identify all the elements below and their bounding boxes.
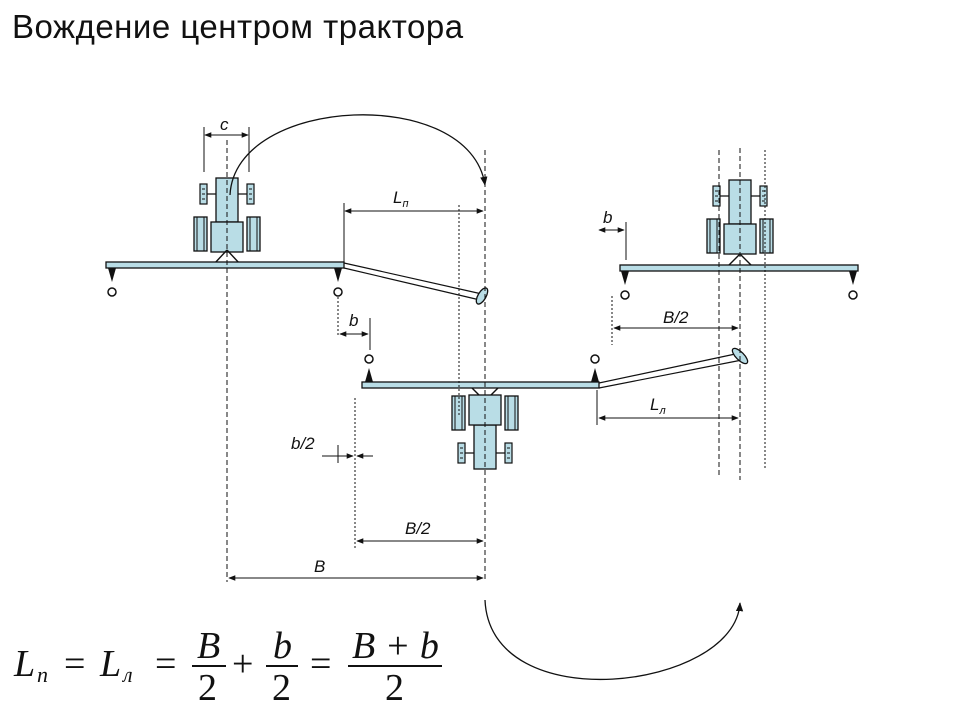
label-ll: Lл (650, 395, 666, 417)
formula-frac1-num: B (197, 625, 220, 667)
label-B: B (314, 557, 325, 576)
formula-eq3: = (310, 643, 331, 685)
label-b2-right: B/2 (663, 308, 689, 327)
dimension-lines (204, 132, 739, 581)
formula-mid-sub: л (121, 662, 133, 687)
formula-frac3-den: 2 (385, 667, 404, 709)
tractor-left-group (105, 177, 489, 305)
formula-mid: L (99, 643, 121, 685)
tractor-middle-group (361, 347, 749, 470)
formula-eq2: = (155, 643, 176, 685)
formula-frac2-den: 2 (272, 667, 291, 709)
label-lp: Lп (393, 188, 409, 210)
page-title: Вождение центром трактора (12, 8, 464, 45)
formula-eq1: = (64, 643, 85, 685)
label-b2-bottom: B/2 (405, 519, 431, 538)
tractor-right-group (619, 179, 859, 300)
formula: L п = L л = B 2 + b 2 = B + b 2 (13, 625, 442, 709)
formula-lhs-sub: п (37, 662, 48, 687)
label-b-half: b/2 (291, 434, 315, 453)
formula-lhs: L (13, 643, 35, 685)
label-b-right: b (603, 208, 612, 227)
marker-disc-icon (475, 287, 489, 305)
label-c: c (220, 115, 229, 134)
formula-plus: + (232, 643, 253, 685)
turn-arc-top (229, 114, 488, 196)
implement-bar-middle (361, 381, 600, 389)
turn-arc-bottom (484, 599, 744, 681)
formula-frac2-num: b (273, 625, 292, 667)
formula-frac3-num: B + b (352, 625, 439, 667)
label-b-middle: b (349, 311, 358, 330)
guide-lines (203, 127, 766, 582)
implement-bar-right (619, 264, 859, 272)
implement-bar-left (105, 261, 345, 269)
formula-frac1-den: 2 (198, 667, 217, 709)
